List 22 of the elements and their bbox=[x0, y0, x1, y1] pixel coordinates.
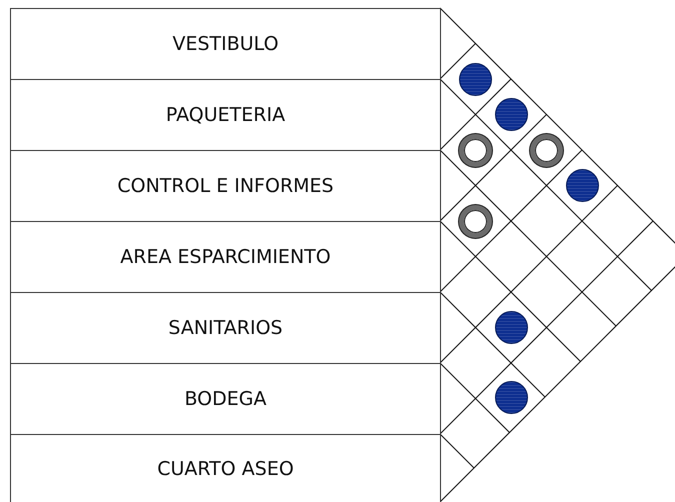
space-name: AREA ESPARCIMIENTO bbox=[120, 246, 331, 268]
space-name: CONTROL E INFORMES bbox=[117, 175, 334, 197]
filled-circle-mark bbox=[566, 169, 598, 202]
space-row-box bbox=[10, 221, 441, 293]
space-name: SANITARIOS bbox=[168, 317, 283, 339]
space-row-box bbox=[10, 292, 441, 364]
space-row-box bbox=[10, 150, 441, 222]
ring-mark bbox=[530, 134, 563, 166]
space-row-box bbox=[10, 79, 441, 151]
filled-circle-mark bbox=[494, 311, 528, 344]
space-name: CUARTO ASEO bbox=[157, 458, 294, 480]
space-name: PAQUETERIA bbox=[166, 104, 286, 126]
space-name: BODEGA bbox=[184, 388, 266, 410]
ring-mark bbox=[459, 204, 492, 238]
filled-circle-mark bbox=[494, 98, 528, 131]
filled-circle-mark bbox=[459, 62, 492, 96]
filled-circle-mark bbox=[494, 381, 528, 414]
space-row-box bbox=[10, 363, 441, 435]
space-row-box bbox=[10, 434, 441, 502]
space-row-box bbox=[10, 8, 441, 80]
space-name: VESTIBULO bbox=[172, 33, 279, 55]
ring-mark bbox=[459, 134, 492, 166]
